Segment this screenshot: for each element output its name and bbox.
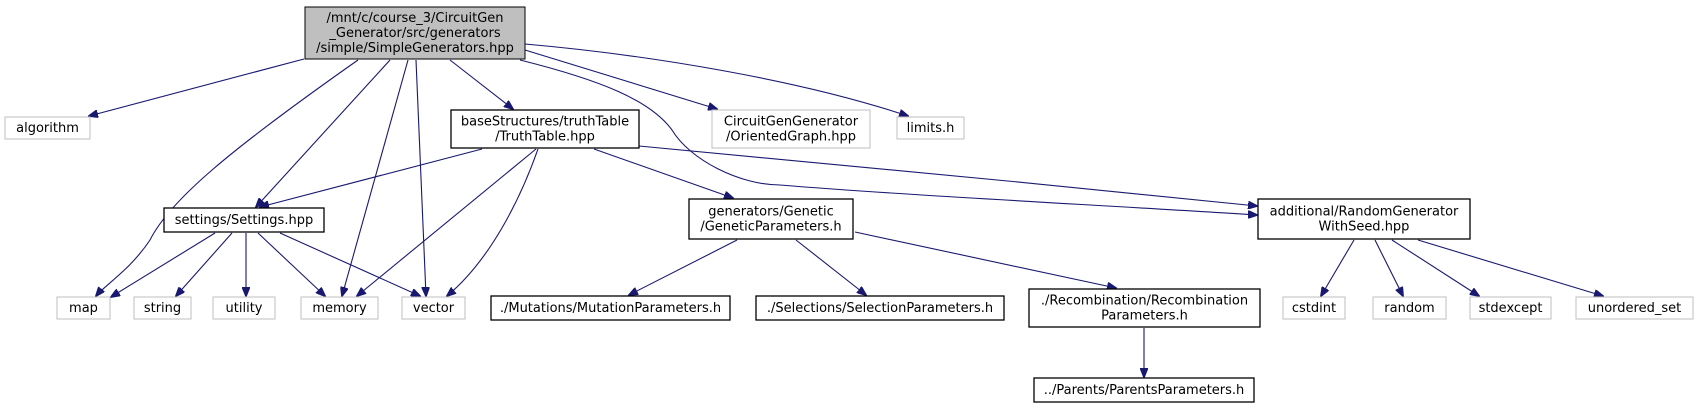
- edge-root-to-memory: [342, 59, 409, 296]
- edge-root-to-truthtable: [449, 59, 513, 109]
- node-box-parents: [1033, 377, 1255, 403]
- edge-randomgen-to-cstdint: [1321, 239, 1355, 296]
- node-box-cstdint: [1282, 296, 1346, 320]
- node-label-randomgen-line-1: additional/RandomGenerator: [1270, 205, 1459, 220]
- node-label-map-line-1: map: [69, 301, 98, 316]
- node-label-recombination-line-1: ./Recombination/Recombination: [1041, 294, 1248, 309]
- node-box-utility: [212, 296, 276, 320]
- node-label-orientedgraph-line-2: /OrientedGraph.hpp: [726, 130, 856, 145]
- node-root[interactable]: /mnt/c/course_3/CircuitGen_Generator/src…: [304, 6, 526, 60]
- edge-randomgen-to-unordered_set: [1417, 239, 1603, 296]
- node-label-stdexcept-line-1: stdexcept: [1479, 301, 1543, 316]
- node-box-settings: [163, 207, 325, 233]
- node-label-recombination-line-2: Parameters.h: [1101, 309, 1188, 324]
- node-label-randomgen-line-2: WithSeed.hpp: [1319, 220, 1410, 235]
- edge-settings-to-map: [111, 232, 216, 297]
- node-label-geneticparams-line-2: /GeneticParameters.h: [700, 220, 841, 235]
- node-memory: memory: [300, 296, 379, 320]
- node-label-mutations-line-1: ./Mutations/MutationParameters.h: [500, 301, 721, 316]
- node-box-mutations: [490, 295, 731, 321]
- node-label-random-line-1: random: [1384, 301, 1434, 316]
- node-box-truthtable: [450, 109, 640, 149]
- node-box-string: [133, 296, 192, 320]
- edge-root-to-orientedgraph: [524, 49, 717, 109]
- edge-settings-to-memory: [257, 232, 325, 296]
- node-mutations[interactable]: ./Mutations/MutationParameters.h: [490, 295, 731, 321]
- node-box-selections: [755, 295, 1005, 321]
- node-label-limits-line-1: limits.h: [907, 121, 955, 136]
- edge-root-to-algorithm: [89, 58, 305, 116]
- node-box-geneticparams: [688, 198, 854, 240]
- node-string: string: [133, 296, 192, 320]
- node-box-map: [56, 296, 111, 320]
- node-vector: vector: [401, 296, 466, 320]
- node-box-randomgen: [1257, 198, 1471, 240]
- node-label-truthtable-line-2: /TruthTable.hpp: [495, 130, 595, 145]
- node-label-memory-line-1: memory: [312, 301, 367, 316]
- graph-edges: [89, 43, 1603, 377]
- node-box-unordered_set: [1575, 296, 1694, 320]
- node-label-root-line-1: /mnt/c/course_3/CircuitGen: [326, 11, 503, 26]
- node-label-algorithm-line-1: algorithm: [16, 121, 79, 136]
- node-label-selections-line-1: ./Selections/SelectionParameters.h: [767, 301, 993, 316]
- node-box-stdexcept: [1469, 296, 1552, 320]
- edge-settings-to-string: [176, 232, 233, 296]
- node-cstdint: cstdint: [1282, 296, 1346, 320]
- node-selections[interactable]: ./Selections/SelectionParameters.h: [755, 295, 1005, 321]
- edge-truthtable-to-settings: [260, 148, 483, 207]
- edge-root-to-map: [96, 59, 359, 296]
- node-box-root: [304, 6, 526, 60]
- node-label-settings-line-1: settings/Settings.hpp: [175, 213, 313, 228]
- node-geneticparams[interactable]: generators/Genetic/GeneticParameters.h: [688, 198, 854, 240]
- edge-root-to-vector: [415, 59, 426, 296]
- node-label-truthtable-line-1: baseStructures/truthTable: [461, 115, 629, 130]
- edge-geneticparams-to-mutations: [629, 239, 738, 295]
- node-stdexcept: stdexcept: [1469, 296, 1552, 320]
- node-label-root-line-2: _Generator/src/generators: [328, 26, 500, 41]
- node-label-orientedgraph-line-1: CircuitGenGenerator: [724, 115, 859, 130]
- node-label-vector-line-1: vector: [413, 301, 455, 316]
- node-recombination[interactable]: ./Recombination/RecombinationParameters.…: [1028, 288, 1261, 328]
- edge-randomgen-to-stdexcept: [1391, 239, 1479, 296]
- edge-randomgen-to-random: [1374, 239, 1403, 296]
- node-box-algorithm: [4, 116, 91, 140]
- edge-truthtable-to-vector: [447, 148, 539, 296]
- node-algorithm: algorithm: [4, 116, 91, 140]
- node-unordered_set: unordered_set: [1575, 296, 1694, 320]
- node-map: map: [56, 296, 111, 320]
- edge-truthtable-to-randomgen: [638, 145, 1257, 206]
- node-label-unordered_set-line-1: unordered_set: [1588, 301, 1681, 316]
- edge-geneticparams-to-selections: [795, 239, 866, 295]
- node-label-utility-line-1: utility: [226, 301, 263, 316]
- edge-truthtable-to-memory: [357, 148, 537, 296]
- node-parents[interactable]: ../Parents/ParentsParameters.h: [1033, 377, 1255, 403]
- node-box-random: [1372, 296, 1447, 320]
- graph-nodes: /mnt/c/course_3/CircuitGen_Generator/src…: [4, 6, 1694, 403]
- node-box-orientedgraph: [711, 109, 871, 149]
- node-limits: limits.h: [896, 116, 965, 140]
- node-random: random: [1372, 296, 1447, 320]
- node-box-recombination: [1028, 288, 1261, 328]
- node-label-geneticparams-line-1: generators/Genetic: [708, 205, 834, 220]
- node-truthtable[interactable]: baseStructures/truthTable/TruthTable.hpp: [450, 109, 640, 149]
- node-label-root-line-3: /simple/SimpleGenerators.hpp: [316, 41, 514, 56]
- node-box-limits: [896, 116, 965, 140]
- node-box-vector: [401, 296, 466, 320]
- edge-settings-to-vector: [279, 232, 420, 296]
- edge-geneticparams-to-recombination: [854, 231, 1116, 288]
- node-orientedgraph: CircuitGenGenerator/OrientedGraph.hpp: [711, 109, 871, 149]
- edge-root-to-settings: [256, 59, 391, 207]
- edge-truthtable-to-geneticparams: [593, 148, 733, 198]
- edge-root-to-limits: [524, 43, 908, 116]
- node-label-parents-line-1: ../Parents/ParentsParameters.h: [1044, 383, 1245, 398]
- node-box-memory: [300, 296, 379, 320]
- edge-root-to-randomgen: [519, 59, 1257, 215]
- node-utility: utility: [212, 296, 276, 320]
- node-settings[interactable]: settings/Settings.hpp: [163, 207, 325, 233]
- node-label-cstdint-line-1: cstdint: [1292, 301, 1336, 316]
- node-label-string-line-1: string: [144, 301, 181, 316]
